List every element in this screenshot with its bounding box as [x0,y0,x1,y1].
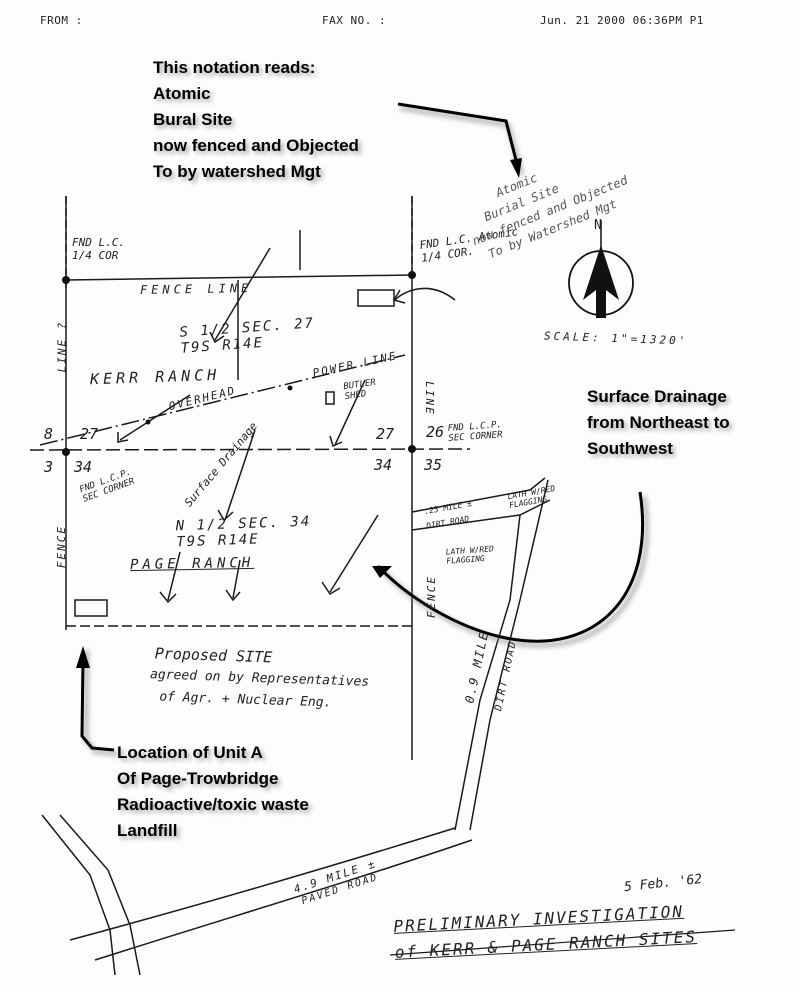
burial-site-annotation: This notation reads: Atomic Bural Site n… [153,58,359,181]
dirt-road-long-west [454,514,521,831]
fax-number: FAX NO. : [322,14,387,27]
fax-timestamp: Jun. 21 2000 06:36PM P1 [540,14,704,27]
section-number-34-east: 34 [374,456,393,474]
section-number-3: 3 [44,458,54,476]
fence-line-label: FENCE LINE [139,281,253,297]
line-right-label: LINE [422,381,436,416]
line-left-label: LINE ? [55,320,69,373]
dirt-road-short-north [411,477,546,513]
unit-a-arrow [80,659,115,752]
north-arrow-icon [568,220,634,318]
paved-road-north-edge [69,827,456,941]
north-fence-line [65,274,413,281]
section-number-27-east: 27 [376,425,395,443]
butler-shed-box [325,391,335,405]
drainage-note-arrow [376,491,645,643]
fax-from: FROM : [40,14,83,27]
fence-right-label: FENCE [425,574,439,619]
north-label: N [594,218,602,233]
annotation-arrows [80,102,645,752]
section-number-34-west: 34 [74,458,93,476]
unit-a-plot [74,599,108,617]
page-ranch-label: PAGE RANCH [129,554,255,574]
section-number-26: 26 [426,423,445,441]
proposed-site-note: Proposed SITE agreed on by Representativ… [149,644,370,711]
section-number-27-west: 27 [80,425,99,443]
section-number-35: 35 [424,456,443,474]
atomic-burial-plot [357,289,395,307]
survey-corner-markers [62,271,416,456]
power-line [39,354,406,446]
surface-drainage-annotation: Surface Drainage from Northeast to South… [587,387,730,458]
fnd-lcp-right-label: FND L.C.P.SEC CORNER [447,420,503,444]
burial-note-arrow [397,102,520,169]
fnd-lc-left-label: FND L.C.1/4 COR [72,236,125,262]
unit-a-annotation: Location of Unit A Of Page-Trowbridge Ra… [117,743,309,840]
section-line-27-34 [29,448,471,451]
section-number-28: 8 [44,425,54,443]
fence-left-label: FENCE [55,524,69,569]
